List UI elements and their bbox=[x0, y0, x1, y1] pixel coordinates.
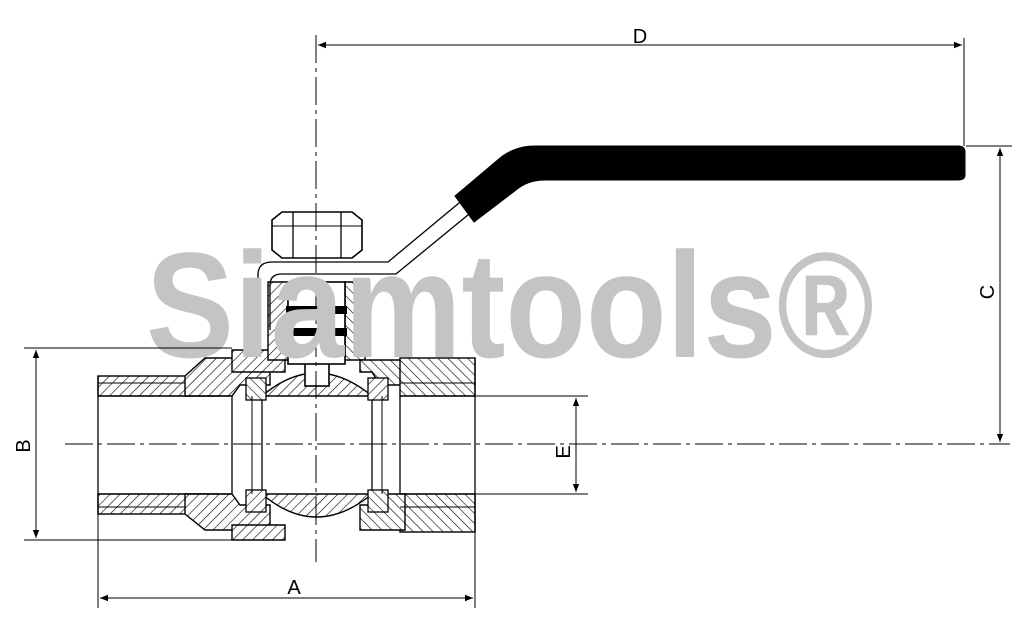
dim-b-label: B bbox=[13, 439, 35, 452]
stem-nut bbox=[271, 211, 363, 259]
seat-right-bottom bbox=[367, 489, 389, 513]
dim-d-label: D bbox=[633, 26, 647, 48]
watermark-text: Siamtools® bbox=[146, 221, 874, 389]
right-end-top-wall bbox=[399, 357, 476, 397]
dim-c-label: C bbox=[977, 285, 999, 299]
right-end-bottom-wall bbox=[399, 493, 476, 533]
dim-a-label: A bbox=[287, 577, 301, 599]
dim-e-label: E bbox=[553, 445, 575, 458]
seat-left-top bbox=[245, 377, 267, 401]
ball-bottom-cap bbox=[260, 493, 374, 518]
center-lines bbox=[65, 35, 1010, 562]
dimensions: D C B E A bbox=[13, 26, 1012, 608]
seat-left-bottom bbox=[245, 489, 267, 513]
handle-plate bbox=[257, 197, 466, 330]
seat-right-top bbox=[367, 377, 389, 401]
body-bottom-shell bbox=[231, 524, 286, 541]
left-body-shoulder-bottom bbox=[184, 493, 271, 531]
ball-assembly bbox=[245, 361, 389, 518]
lever-handle bbox=[257, 145, 966, 330]
handle-grip bbox=[454, 145, 966, 223]
valve-body bbox=[97, 281, 476, 541]
